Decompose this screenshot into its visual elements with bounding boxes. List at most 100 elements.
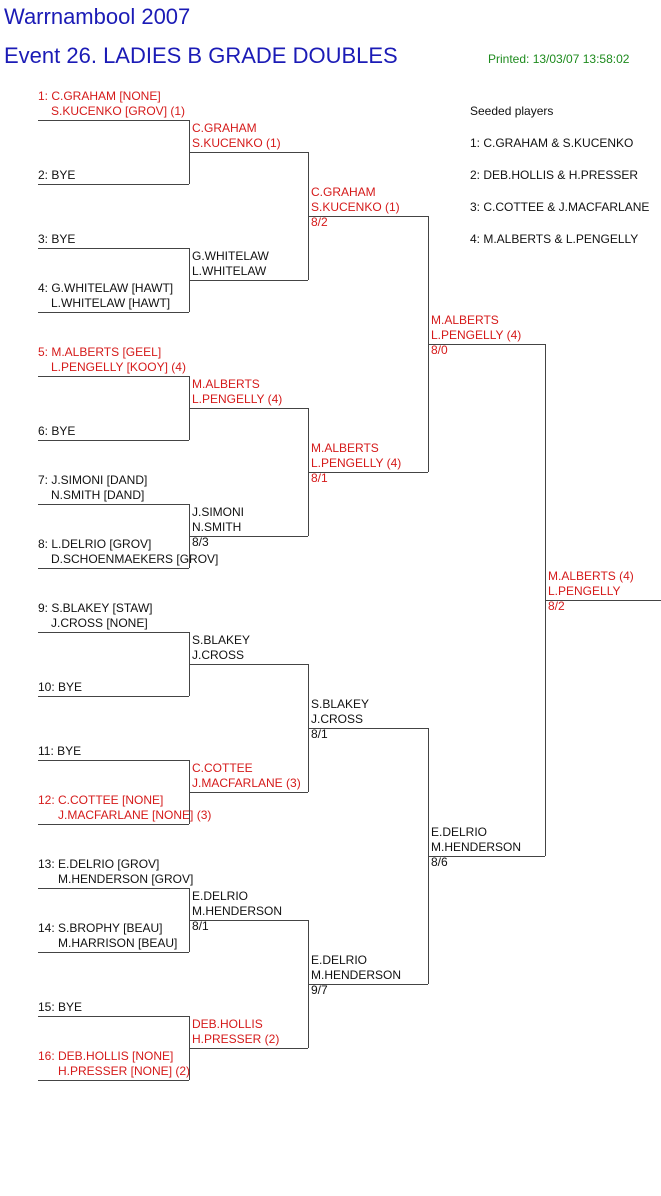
event-title: Event 26. LADIES B GRADE DOUBLES bbox=[4, 43, 398, 68]
entry-line2: M.HENDERSON [GROV] bbox=[58, 872, 194, 886]
bracket-line bbox=[38, 568, 189, 569]
bracket-line bbox=[189, 152, 308, 153]
winner-line1: G.WHITELAW bbox=[192, 249, 269, 263]
winner-line2: S.KUCENKO (1) bbox=[311, 200, 400, 214]
winner-line2: J.MACFARLANE (3) bbox=[192, 776, 301, 790]
bracket-line bbox=[38, 952, 189, 953]
entry-line2: H.PRESSER [NONE] (2) bbox=[58, 1064, 191, 1078]
winner-line1: E.DELRIO bbox=[192, 889, 249, 903]
match-score: 9/7 bbox=[311, 983, 328, 997]
entry-line2: J.MACFARLANE [NONE] (3) bbox=[58, 808, 212, 822]
winner-line2: M.HENDERSON bbox=[311, 968, 402, 982]
winner-line1: E.DELRIO bbox=[311, 953, 368, 967]
bracket-line bbox=[308, 216, 428, 217]
bracket-line bbox=[38, 248, 189, 249]
bracket-line bbox=[38, 120, 189, 121]
entry-line1: 7: J.SIMONI [DAND] bbox=[38, 473, 148, 487]
bracket-line bbox=[38, 504, 189, 505]
winner-line2: J.CROSS bbox=[192, 648, 245, 662]
bracket-line bbox=[38, 184, 189, 185]
bracket-line bbox=[189, 280, 308, 281]
bracket-line bbox=[38, 376, 189, 377]
winner-line1: DEB.HOLLIS bbox=[192, 1017, 263, 1031]
entry-line1: 2: BYE bbox=[38, 168, 76, 182]
entry-line1: 6: BYE bbox=[38, 424, 76, 438]
match-score: 8/1 bbox=[192, 919, 209, 933]
printed-timestamp: Printed: 13/03/07 13:58:02 bbox=[488, 52, 630, 66]
winner-line1: C.COTTEE bbox=[192, 761, 253, 775]
bracket-line bbox=[38, 696, 189, 697]
winner-line1: C.GRAHAM bbox=[311, 185, 376, 199]
winner-line1: M.ALBERTS bbox=[431, 313, 499, 327]
bracket-line bbox=[38, 1016, 189, 1017]
entry-line1: 5: M.ALBERTS [GEEL] bbox=[38, 345, 162, 359]
entry-line1: 4: G.WHITELAW [HAWT] bbox=[38, 281, 174, 295]
seeded-heading: Seeded players bbox=[470, 104, 554, 118]
bracket-line bbox=[189, 536, 308, 537]
entry-line2: D.SCHOENMAEKERS [GROV] bbox=[51, 552, 219, 566]
bracket-line bbox=[308, 472, 428, 473]
winner-line2: H.PRESSER (2) bbox=[192, 1032, 280, 1046]
entry-line2: L.WHITELAW [HAWT] bbox=[51, 296, 171, 310]
bracket-line bbox=[189, 920, 308, 921]
winner-line1: J.SIMONI bbox=[192, 505, 245, 519]
bracket-line bbox=[545, 600, 661, 601]
entry-line2: J.CROSS [NONE] bbox=[51, 616, 148, 630]
seeded-item: 4: M.ALBERTS & L.PENGELLY bbox=[470, 232, 639, 246]
match-score: 8/1 bbox=[311, 727, 328, 741]
match-score: 8/2 bbox=[548, 599, 565, 613]
winner-line2: L.WHITELAW bbox=[192, 264, 267, 278]
winner-line2: N.SMITH bbox=[192, 520, 242, 534]
match-score: 8/1 bbox=[311, 471, 328, 485]
winner-line1: C.GRAHAM bbox=[192, 121, 257, 135]
bracket-line bbox=[38, 888, 189, 889]
entry-line2: N.SMITH [DAND] bbox=[51, 488, 145, 502]
bracket-line bbox=[189, 664, 308, 665]
winner-line1: M.ALBERTS bbox=[311, 441, 379, 455]
match-score: 8/0 bbox=[431, 343, 448, 357]
entry-line1: 16: DEB.HOLLIS [NONE] bbox=[38, 1049, 174, 1063]
seeded-item: 2: DEB.HOLLIS & H.PRESSER bbox=[470, 168, 639, 182]
bracket-line bbox=[38, 312, 189, 313]
bracket-line bbox=[189, 792, 308, 793]
bracket-line bbox=[38, 632, 189, 633]
bracket-line bbox=[189, 1048, 308, 1049]
match-score: 8/3 bbox=[192, 535, 209, 549]
entry-line1: 1: C.GRAHAM [NONE] bbox=[38, 89, 161, 103]
entry-line2: L.PENGELLY [KOOY] (4) bbox=[51, 360, 186, 374]
winner-line1: S.BLAKEY bbox=[192, 633, 251, 647]
winner-line1: M.ALBERTS bbox=[192, 377, 260, 391]
seeded-item: 1: C.GRAHAM & S.KUCENKO bbox=[470, 136, 634, 150]
winner-line2: M.HENDERSON bbox=[192, 904, 283, 918]
entry-line2: S.KUCENKO [GROV] (1) bbox=[51, 104, 186, 118]
entry-line1: 11: BYE bbox=[38, 744, 82, 758]
entry-line1: 3: BYE bbox=[38, 232, 76, 246]
entry-line1: 13: E.DELRIO [GROV] bbox=[38, 857, 160, 871]
entry-line1: 8: L.DELRIO [GROV] bbox=[38, 537, 152, 551]
winner-line2: S.KUCENKO (1) bbox=[192, 136, 281, 150]
entry-line1: 10: BYE bbox=[38, 680, 83, 694]
bracket-line bbox=[38, 440, 189, 441]
match-score: 8/2 bbox=[311, 215, 328, 229]
winner-line2: L.PENGELLY bbox=[548, 584, 621, 598]
winner-line1: M.ALBERTS (4) bbox=[548, 569, 634, 583]
entry-line1: 15: BYE bbox=[38, 1000, 83, 1014]
winner-line1: S.BLAKEY bbox=[311, 697, 370, 711]
winner-line2: L.PENGELLY (4) bbox=[431, 328, 522, 342]
winner-line2: J.CROSS bbox=[311, 712, 364, 726]
seeded-item: 3: C.COTTEE & J.MACFARLANE bbox=[470, 200, 650, 214]
bracket-line bbox=[428, 344, 545, 345]
winner-line2: M.HENDERSON bbox=[431, 840, 522, 854]
bracket-line bbox=[38, 1080, 189, 1081]
winner-line1: E.DELRIO bbox=[431, 825, 488, 839]
winner-line2: L.PENGELLY (4) bbox=[311, 456, 402, 470]
bracket-line bbox=[308, 728, 428, 729]
match-score: 8/6 bbox=[431, 855, 448, 869]
bracket-line bbox=[38, 760, 189, 761]
entry-line1: 12: C.COTTEE [NONE] bbox=[38, 793, 164, 807]
bracket-line bbox=[189, 408, 308, 409]
page-title: Warrnambool 2007 bbox=[4, 4, 191, 29]
entry-line1: 9: S.BLAKEY [STAW] bbox=[38, 601, 153, 615]
bracket-line bbox=[308, 984, 428, 985]
bracket-line bbox=[38, 824, 189, 825]
